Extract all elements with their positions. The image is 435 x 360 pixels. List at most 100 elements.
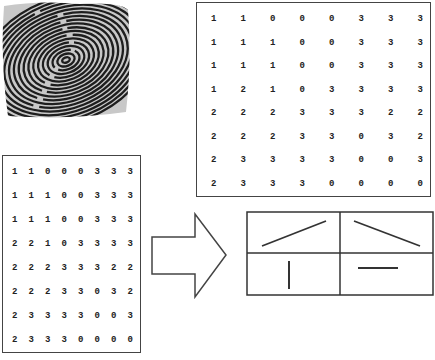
table-cell: 3 — [300, 180, 305, 189]
table-cell: 3 — [241, 156, 246, 165]
table-cell: 2 — [12, 288, 17, 297]
fingerprint-image — [0, 0, 172, 151]
table-cell: 1 — [29, 216, 34, 225]
table-cell: 1 — [270, 86, 275, 95]
table-cell: 3 — [418, 39, 423, 48]
table-cell: 0 — [78, 336, 83, 345]
table-cell: 3 — [95, 240, 100, 249]
ridge — [49, 46, 82, 74]
table-cell: 3 — [388, 133, 393, 142]
table-cell: 0 — [45, 168, 50, 177]
table-cell: 3 — [418, 62, 423, 71]
table-cell: 2 — [29, 288, 34, 297]
table-cell: 3 — [359, 39, 364, 48]
table-cell: 0 — [388, 180, 393, 189]
table-cell: 2 — [241, 109, 246, 118]
table-cell: 3 — [359, 109, 364, 118]
table-cell: 3 — [270, 180, 275, 189]
table-cell: 1 — [45, 240, 50, 249]
table-cell: 2 — [388, 109, 393, 118]
direction-symbol — [262, 221, 326, 246]
table-cell: 2 — [128, 264, 133, 273]
table-cell: 0 — [78, 192, 83, 201]
table-cell: 3 — [29, 312, 34, 321]
table-cell: 2 — [211, 180, 216, 189]
table-cell: 0 — [359, 156, 364, 165]
table-cell: 0 — [300, 39, 305, 48]
grid-frame — [247, 212, 433, 295]
fingerprint-ridges — [0, 0, 172, 151]
table-cell: 3 — [78, 312, 83, 321]
ridge — [0, 0, 166, 146]
table-cell: 0 — [300, 86, 305, 95]
direction-grid — [247, 212, 433, 295]
table-cell: 0 — [62, 216, 67, 225]
table-cell: 3 — [418, 86, 423, 95]
table-cell: 2 — [241, 133, 246, 142]
table-cell: 3 — [300, 156, 305, 165]
table-cell: 3 — [78, 240, 83, 249]
table-cell: 2 — [12, 264, 17, 273]
table-cell: 0 — [111, 312, 116, 321]
table-cell: 3 — [45, 336, 50, 345]
table-cell: 2 — [211, 156, 216, 165]
table-cell: 2 — [12, 240, 17, 249]
table-cell: 2 — [241, 86, 246, 95]
table-cell: 3 — [78, 264, 83, 273]
direction-symbol — [288, 261, 290, 289]
table-cell: 1 — [29, 168, 34, 177]
table-cell: 3 — [62, 336, 67, 345]
table-cell: 3 — [418, 156, 423, 165]
table-cell: 2 — [29, 240, 34, 249]
table-cell: 2 — [12, 336, 17, 345]
table-cell: 2 — [12, 312, 17, 321]
table-cell: 0 — [95, 312, 100, 321]
table-cell: 3 — [300, 133, 305, 142]
table-cell: 0 — [111, 336, 116, 345]
table-cell: 3 — [111, 240, 116, 249]
table-cell: 3 — [128, 312, 133, 321]
table-cell: 2 — [128, 288, 133, 297]
table-cell: 1 — [12, 216, 17, 225]
table-cell: 3 — [128, 240, 133, 249]
table-cell: 0 — [95, 336, 100, 345]
grid-divider — [247, 252, 433, 254]
table-cell: 3 — [388, 86, 393, 95]
table-cell: 2 — [211, 109, 216, 118]
table-cell: 0 — [270, 15, 275, 24]
table-cell: 0 — [62, 168, 67, 177]
table-cell: 3 — [270, 156, 275, 165]
table-cell: 1 — [270, 62, 275, 71]
table-cell: 2 — [418, 109, 423, 118]
ridge — [61, 56, 70, 64]
table-cell: 3 — [111, 168, 116, 177]
table-cell: 0 — [359, 133, 364, 142]
table-cell: 0 — [78, 168, 83, 177]
table-cell: 3 — [359, 86, 364, 95]
table-cell: 0 — [78, 216, 83, 225]
table-cell: 3 — [300, 109, 305, 118]
table-cell: 3 — [111, 192, 116, 201]
direction-symbol — [354, 221, 420, 246]
ridge — [0, 0, 172, 151]
table-cell: 3 — [62, 288, 67, 297]
table-cell: 3 — [329, 86, 334, 95]
table-cell: 0 — [95, 288, 100, 297]
direction-symbol — [358, 267, 398, 269]
table-cell: 1 — [45, 192, 50, 201]
table-cell: 3 — [128, 192, 133, 201]
table-cell: 3 — [111, 288, 116, 297]
table-cell: 0 — [388, 156, 393, 165]
table-cell: 1 — [270, 39, 275, 48]
table-cell: 3 — [45, 312, 50, 321]
table-cell: 3 — [128, 216, 133, 225]
table-cell: 0 — [300, 62, 305, 71]
table-cell: 3 — [111, 216, 116, 225]
table-cell: 1 — [211, 86, 216, 95]
table-cell: 3 — [359, 15, 364, 24]
table-cell: 1 — [12, 192, 17, 201]
table-cell: 3 — [359, 62, 364, 71]
table-cell: 0 — [62, 192, 67, 201]
table-cell: 2 — [211, 133, 216, 142]
